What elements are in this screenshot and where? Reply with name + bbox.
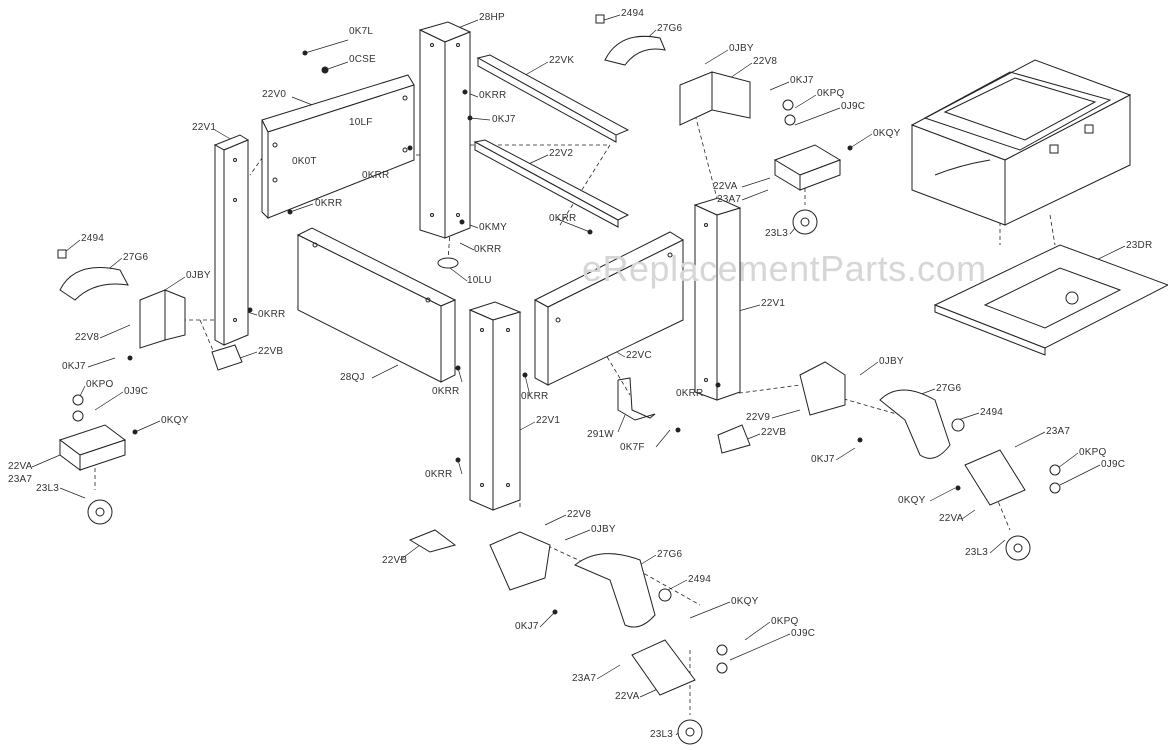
part-label: 28HP <box>479 12 505 23</box>
part-label: 22V9 <box>746 412 771 423</box>
part-label: 0KJ7 <box>790 75 814 86</box>
part-label: 23A7 <box>717 194 742 205</box>
part-label: 2494 <box>621 8 645 19</box>
watermark-text: eReplacementParts.com <box>582 248 987 289</box>
part-label: 0KRR <box>521 391 549 402</box>
part-label: 0KPQ <box>771 616 799 627</box>
part-label: 22V1 <box>536 415 561 426</box>
part-label: 22V2 <box>549 148 574 159</box>
part-label: 23A7 <box>1046 426 1071 437</box>
part-label: 0J9C <box>124 386 149 397</box>
part-label: 0KQY <box>873 128 901 139</box>
part-label: 2494 <box>81 233 105 244</box>
part-label: 22V0 <box>262 89 287 100</box>
part-label: 27G6 <box>657 23 683 34</box>
part-label: 22VB <box>761 427 787 438</box>
part-label: 22VA <box>939 513 964 524</box>
part-label: 22V1 <box>761 298 786 309</box>
part-label: 0KRR <box>549 213 577 224</box>
part-label: 0KPO <box>86 379 114 390</box>
part-label: 0KJ7 <box>811 454 835 465</box>
part-label: 0JBY <box>879 356 904 367</box>
part-label: 22VB <box>258 346 284 357</box>
part-label: 0KRR <box>425 469 453 480</box>
part-label: 22VA <box>615 691 640 702</box>
part-label: 0KRR <box>676 388 704 399</box>
part-label: 0KPQ <box>817 88 845 99</box>
part-label: 22VB <box>382 555 408 566</box>
part-label: 22V1 <box>192 122 217 133</box>
part-label: 0KQY <box>898 495 926 506</box>
part-label: 0JBY <box>729 43 754 54</box>
part-label: 22V8 <box>753 56 778 67</box>
part-label: 0KQY <box>731 596 759 607</box>
part-label: 0KQY <box>161 415 189 426</box>
part-label: 2494 <box>688 574 712 585</box>
part-label: 0KJ7 <box>515 621 539 632</box>
part-label: 0JBY <box>591 524 616 535</box>
part-label: 0KRR <box>479 90 507 101</box>
part-label: 0K0T <box>292 156 317 167</box>
part-label: 0KJ7 <box>492 114 516 125</box>
part-label: 23L3 <box>650 729 674 740</box>
part-label: 0KRR <box>474 244 502 255</box>
part-label: 23A7 <box>8 474 33 485</box>
part-label: 27G6 <box>936 383 962 394</box>
part-label: 23L3 <box>965 547 989 558</box>
part-label: 0KJ7 <box>62 361 86 372</box>
part-label: 0KPQ <box>1079 447 1107 458</box>
part-label: 22VK <box>549 55 575 66</box>
part-label: 0JBY <box>186 270 211 281</box>
part-label: 10LU <box>467 275 492 286</box>
part-label: 0J9C <box>841 101 866 112</box>
part-label: 0J9C <box>791 628 816 639</box>
part-label: 22V8 <box>567 509 592 520</box>
part-label: 0KMY <box>479 222 508 233</box>
part-label: 0KRR <box>362 170 390 181</box>
part-label: 22V8 <box>75 332 100 343</box>
part-label: 0J9C <box>1101 459 1126 470</box>
part-label: 28QJ <box>340 372 365 383</box>
part-label: 0CSE <box>349 54 376 65</box>
part-label: 0KRR <box>315 198 343 209</box>
part-label: 0KRR <box>258 309 286 320</box>
part-label: 23A7 <box>572 673 597 684</box>
part-label: 2494 <box>980 407 1004 418</box>
part-label: 291W <box>587 429 614 440</box>
part-label: 23L3 <box>36 483 60 494</box>
part-label: 27G6 <box>657 549 683 560</box>
part-label: 22VC <box>626 350 652 361</box>
part-label: 22VA <box>713 181 738 192</box>
part-label: 0KRR <box>432 386 460 397</box>
part-label: 27G6 <box>123 252 149 263</box>
part-label: 0K7L <box>349 26 374 37</box>
part-label: 23DR <box>1126 240 1153 251</box>
part-label: 0K7F <box>620 442 645 453</box>
part-label: 23L3 <box>765 228 789 239</box>
part-label: 10LF <box>349 117 373 128</box>
part-label: 22VA <box>8 461 33 472</box>
